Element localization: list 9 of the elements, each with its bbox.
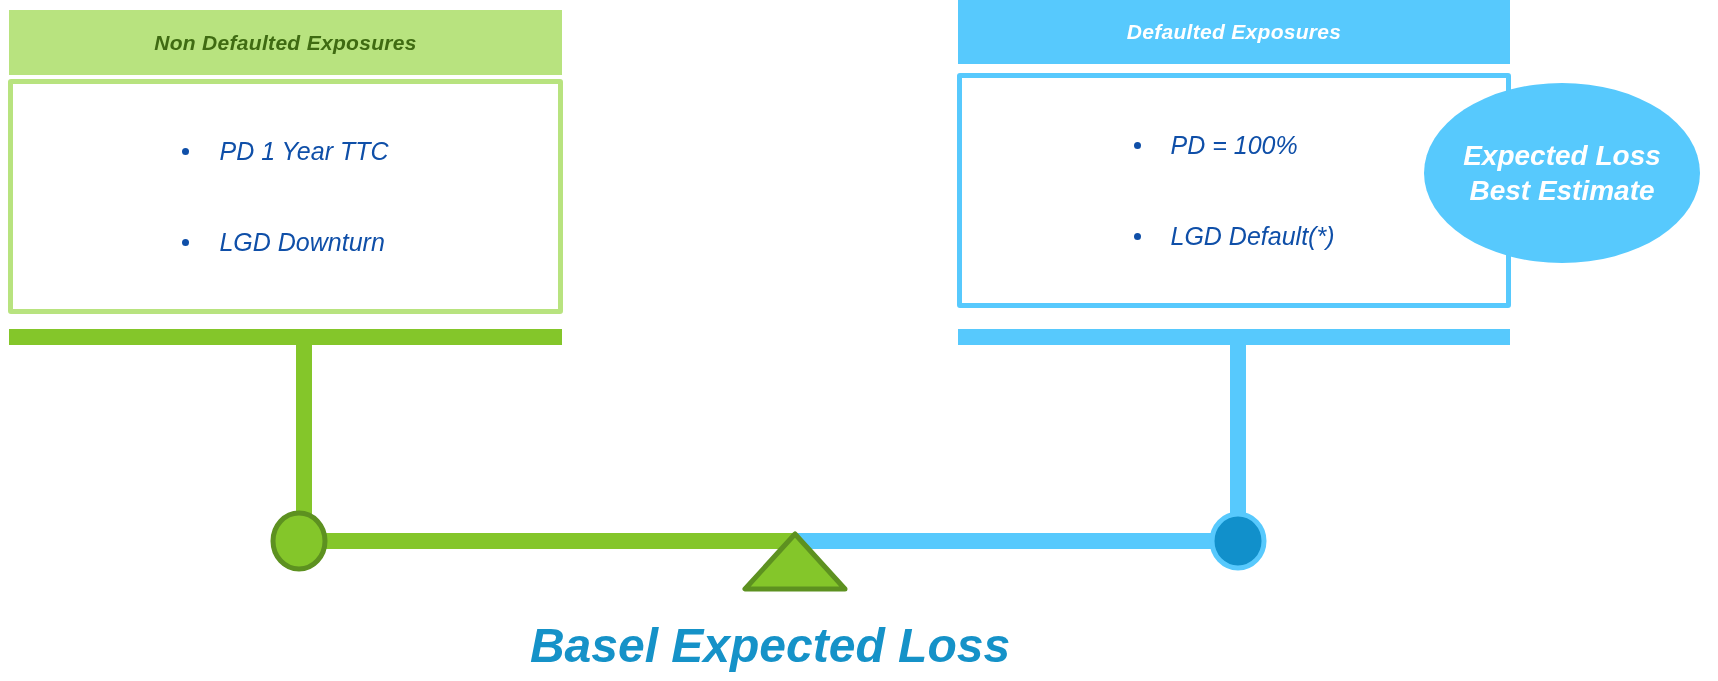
ellipse-text: Expected Loss Best Estimate [1462, 139, 1662, 208]
content-box [8, 79, 563, 314]
bullet-item: PD = 100% [1170, 130, 1298, 160]
diagram-title: Basel Expected Loss [528, 622, 1012, 670]
bullet-item: LGD Default(*) [1170, 221, 1335, 251]
bullet-item: PD 1 Year TTC [219, 136, 389, 166]
header-band: Non Defaulted Exposures [9, 10, 562, 75]
bullet-item: LGD Downturn [219, 227, 385, 257]
header-band: Defaulted Exposures [958, 0, 1510, 64]
